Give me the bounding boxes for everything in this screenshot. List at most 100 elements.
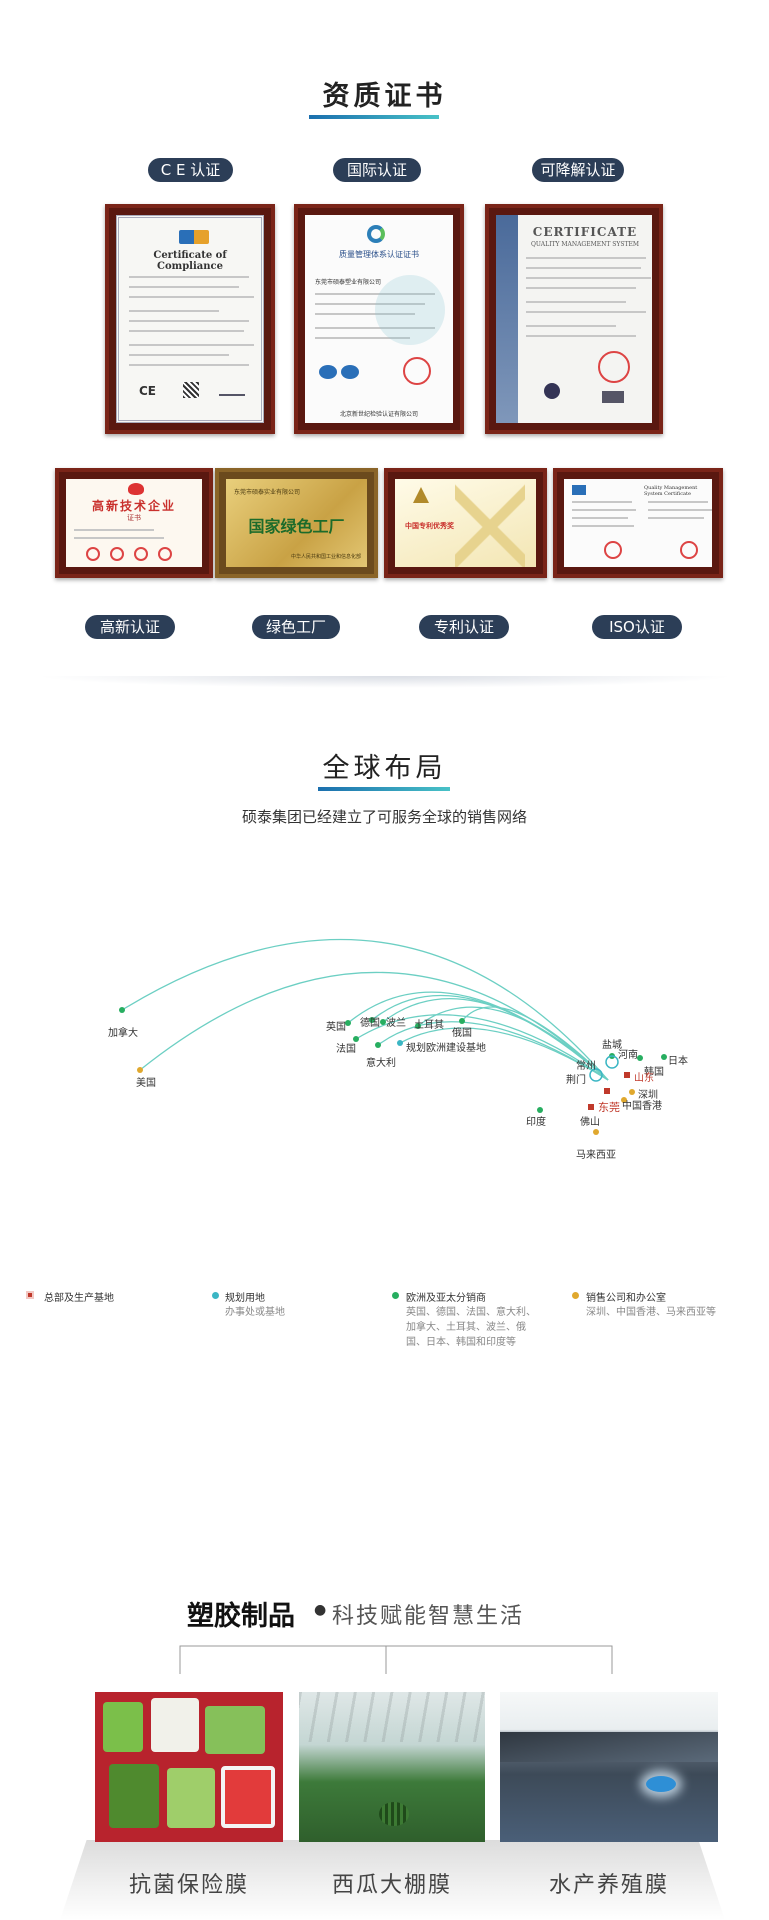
- map-label-malaysia: 马来西亚: [576, 1150, 616, 1161]
- map-label-shenzhen: 深圳: [638, 1090, 658, 1101]
- dot-planned-europe: [397, 1040, 403, 1046]
- seal-icon: [680, 541, 698, 559]
- cert-green-company: 东莞市硕泰实业有限公司: [234, 489, 301, 496]
- cnas-logo-icon: [341, 365, 359, 379]
- hq-shandong: [624, 1072, 630, 1078]
- arc-planned: [399, 1027, 609, 1081]
- map-label-france: 法国: [336, 1044, 356, 1055]
- dot-italy: [375, 1042, 381, 1048]
- seal-icon: [158, 547, 172, 561]
- legend-distributor-desc: 英国、德国、法国、意大利、加拿大、土耳其、波兰、俄国、日本、韩国和印度等: [406, 1307, 536, 1348]
- dot-uk: [345, 1020, 351, 1026]
- dot-korea: [637, 1055, 643, 1061]
- product-image-antibacterial: [95, 1692, 283, 1842]
- legend-planned-desc: 办事处或基地: [225, 1307, 285, 1318]
- red-seal-icon: [403, 357, 431, 385]
- section-divider: [35, 676, 735, 688]
- seal-icon: [134, 547, 148, 561]
- legend-sales-desc: 深圳、中国香港、马来西亚等: [586, 1307, 716, 1318]
- qr-code-icon: [183, 382, 199, 398]
- watermark-icon: [375, 275, 445, 345]
- map-label-turkey: 土耳其: [414, 1020, 444, 1031]
- label-international: 国际认证: [333, 158, 421, 182]
- product-label-watermelon: 西瓜大棚膜: [331, 1873, 452, 1898]
- watermelon-icon: [379, 1802, 409, 1826]
- ce-logo-icon: [179, 230, 209, 244]
- cert-green-issuer: 中华人民共和国工业和信息化部: [290, 554, 361, 560]
- arc-russia: [461, 1006, 609, 1081]
- flame-logo-icon: [128, 483, 144, 495]
- dot-usa: [137, 1067, 143, 1073]
- hq-foshan: [588, 1104, 594, 1110]
- dot-changzhou: [589, 1068, 603, 1082]
- cert-patent-title: 中国专利优秀奖: [405, 521, 454, 530]
- label-patent: 专利认证: [419, 615, 509, 639]
- dot-poland: [380, 1019, 386, 1025]
- cert-left-stripe: [496, 215, 518, 423]
- title-separator-dot: ●: [314, 1602, 327, 1618]
- plastic-subtitle: 科技赋能智慧生活: [332, 1604, 525, 1629]
- map-label-dongguan: 东莞: [598, 1101, 620, 1114]
- map-label-usa: 美国: [136, 1078, 156, 1089]
- cert-iso: Quality Management System Certificate: [553, 468, 723, 578]
- cert-green: 东莞市硕泰实业有限公司 国家绿色工厂 中华人民共和国工业和信息化部: [215, 468, 378, 578]
- qualification-title: 资质证书: [322, 81, 447, 112]
- cert-patent: 中国专利优秀奖: [384, 468, 547, 578]
- dot-malaysia: [593, 1129, 599, 1135]
- patent-logo-icon: [413, 487, 429, 503]
- map-label-planned-europe: 规划欧洲建设基地: [406, 1043, 486, 1054]
- cert-degradable-sub: QUALITY MANAGEMENT SYSTEM: [531, 241, 639, 248]
- map-label-changzhou: 常州: [576, 1061, 596, 1072]
- product-image-aquaculture: [500, 1692, 718, 1842]
- legend-hq-label: 总部及生产基地: [44, 1293, 114, 1304]
- dot-japan: [661, 1054, 667, 1060]
- product-stage: [60, 1840, 725, 1920]
- legend-sales-icon: [572, 1292, 579, 1299]
- cert-quality-company: 东莞市硕泰塑业有限公司: [315, 279, 382, 286]
- signature-icon: [219, 384, 245, 396]
- cert-iso-title: Quality Management System Certificate: [644, 485, 698, 497]
- product-label-antibacterial: 抗菌保险膜: [128, 1873, 249, 1898]
- map-label-canada: 加拿大: [108, 1028, 138, 1039]
- arc-france: [355, 1014, 609, 1081]
- badge-icon: [544, 383, 560, 399]
- map-label-shandong: 山东: [634, 1073, 654, 1084]
- aerator-icon: [646, 1776, 676, 1792]
- cert-hightech-sub: 证书: [127, 514, 141, 522]
- connector-lines: [179, 1645, 613, 1674]
- v-decoration: [455, 479, 525, 567]
- legend-hq-icon: [26, 1291, 34, 1299]
- legend-distributor-label: 欧洲及亚太分销商: [406, 1293, 486, 1304]
- cert-ce: Certificate of Compliance CE: [105, 204, 275, 434]
- label-hightech: 高新认证: [85, 615, 175, 639]
- map-label-jingmen: 荆门: [566, 1075, 586, 1086]
- dot-canada: [119, 1007, 125, 1013]
- cert-quality: 质量管理体系认证证书 东莞市硕泰塑业有限公司 北京新世纪检验认证有限公司: [294, 204, 464, 434]
- legend-sales-label: 销售公司和办公室: [586, 1293, 666, 1304]
- cert-green-title: 国家绿色工厂: [248, 517, 345, 536]
- legend-planned-label: 规划用地: [225, 1293, 265, 1304]
- dot-turkey: [415, 1023, 421, 1029]
- map-label-japan: 日本: [668, 1056, 688, 1067]
- arc-italy: [377, 1021, 609, 1081]
- iaf-logo-icon: [319, 365, 337, 379]
- map-label-korea: 韩国: [644, 1067, 664, 1078]
- dot-yancheng: [605, 1055, 619, 1069]
- plastic-title: 塑胶制品: [187, 1601, 295, 1632]
- map-label-henan: 河南: [618, 1050, 638, 1061]
- hq-dongguan: [604, 1088, 610, 1094]
- cert-degradable-title: CERTIFICATE: [532, 225, 638, 239]
- seal-icon: [86, 547, 100, 561]
- map-label-germany: 德国: [360, 1018, 380, 1029]
- red-seal-icon: [598, 351, 630, 383]
- map-label-foshan: 佛山: [580, 1117, 600, 1128]
- map-label-italy: 意大利: [366, 1058, 396, 1069]
- label-iso: ISO认证: [592, 615, 682, 639]
- legend-planned-icon: [212, 1292, 219, 1299]
- cert-quality-issuer: 北京新世纪检验认证有限公司: [339, 411, 418, 418]
- product-label-aquaculture: 水产养殖膜: [548, 1873, 669, 1898]
- cert-quality-title: 质量管理体系认证证书: [339, 250, 419, 259]
- cert-degradable: CERTIFICATE QUALITY MANAGEMENT SYSTEM: [485, 204, 663, 434]
- global-title-underline: [318, 787, 450, 791]
- dot-germany: [369, 1017, 375, 1023]
